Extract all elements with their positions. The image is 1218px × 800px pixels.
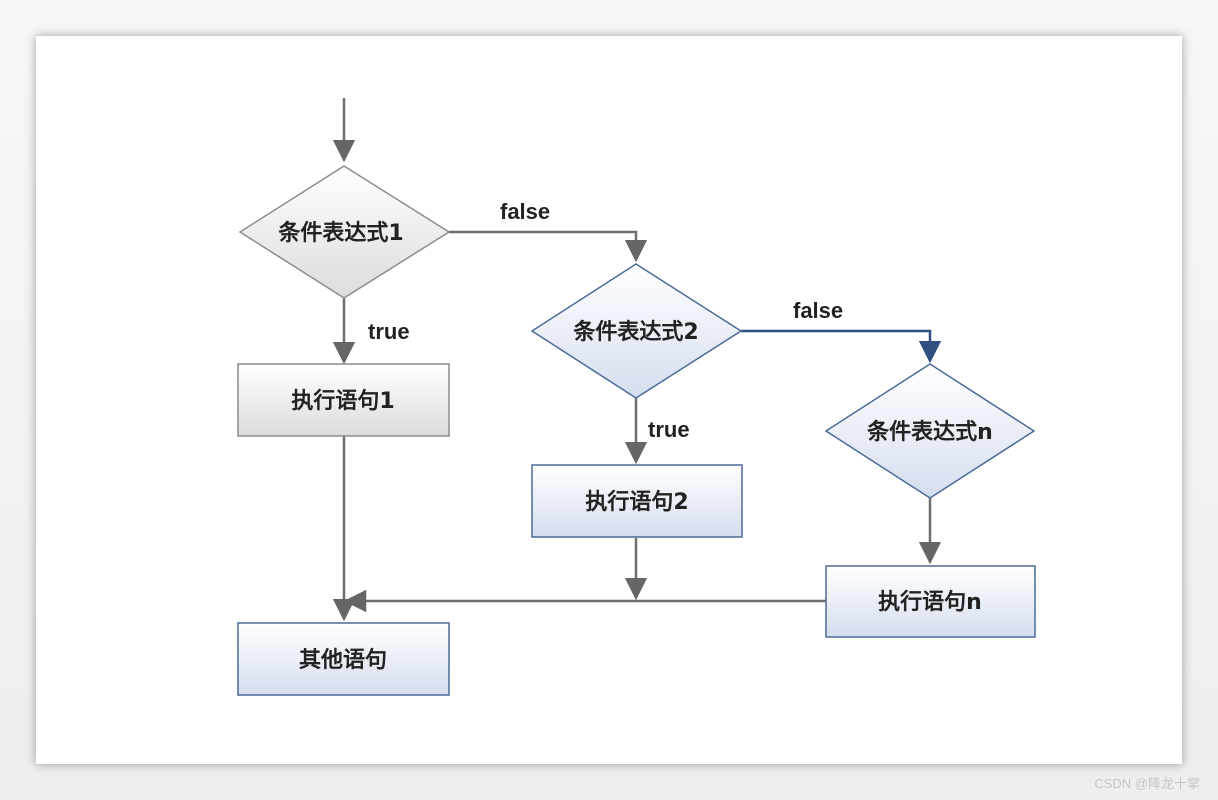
process-stmt1-label: 执行语句1 [291, 388, 394, 414]
process-stmtn-label: 执行语句n [878, 589, 982, 615]
decision-cond2-label: 条件表达式2 [572, 319, 698, 345]
edge-cond2-false [741, 329, 942, 364]
process-stmt2 [531, 464, 743, 538]
process-stmtn [825, 565, 1036, 638]
process-other [237, 622, 450, 696]
edge-label-false-2: false [793, 298, 843, 323]
edge-cond1-false [449, 230, 648, 263]
decision-cond1 [238, 165, 451, 299]
decision-condn [824, 363, 1036, 499]
diagram-card [36, 36, 1182, 764]
decision-cond1-label: 条件表达式1 [277, 220, 403, 246]
edge-label-true-2: true [648, 417, 690, 442]
watermark: CSDN @降龙十掌 [1094, 776, 1200, 791]
process-other-label: 其他语句 [299, 647, 387, 673]
process-stmt2-label: 执行语句2 [585, 489, 688, 515]
process-stmt1 [237, 363, 450, 437]
edge-label-true-1: true [368, 319, 410, 344]
decision-cond2 [530, 263, 743, 399]
decision-condn-label: 条件表达式n [866, 419, 993, 445]
edge-label-false-1: false [500, 199, 550, 224]
